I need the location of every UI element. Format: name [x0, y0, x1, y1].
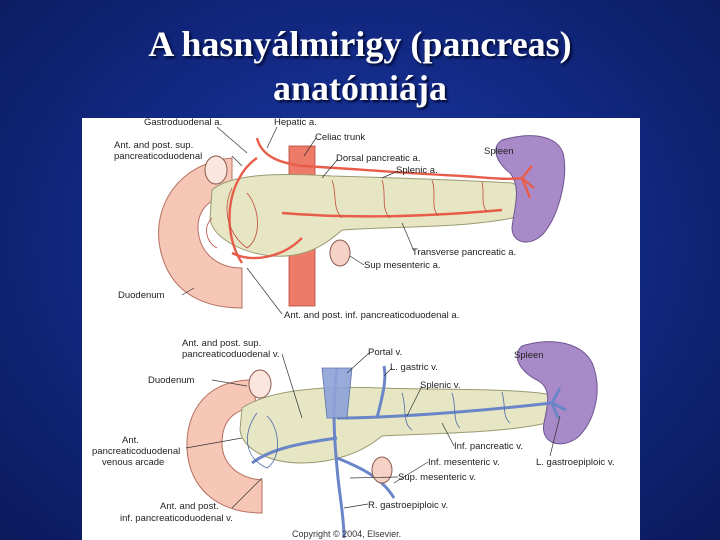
label-sup-mesenteric-a: Sup mesenteric a. [364, 260, 441, 271]
venous-diagram: Ant. and post. sup. pancreaticoduodenal … [92, 338, 615, 539]
slide-title-line-1: A hasnyálmirigy (pancreas) [148, 24, 572, 64]
duodenum-lumen-venous [248, 369, 272, 399]
label-portal-v: Portal v. [368, 347, 402, 358]
label-venous-arcade-line2: pancreaticoduodenal [92, 446, 180, 457]
label-celiac-trunk: Celiac trunk [315, 132, 365, 143]
label-splenic-v: Splenic v. [420, 380, 460, 391]
slide-title: A hasnyálmirigy (pancreas) anatómiája [0, 22, 720, 110]
leader-transverse-pancreatic [401, 222, 415, 252]
label-venous-arcade-line1: Ant. [122, 435, 139, 446]
leader-dorsal-pancreatic [321, 158, 339, 179]
arterial-branches [228, 137, 535, 264]
copyright-notice: Copyright © 2004, Elsevier. [292, 529, 401, 539]
leader-duodenum-arterial [181, 287, 195, 296]
label-ant-post-sup-line2: pancreaticoduodenal [114, 151, 202, 162]
label-l-gastroepiploic-v: L. gastroepiploic v. [536, 457, 615, 468]
leader-duodenum-venous [211, 379, 248, 387]
leader-ant-post-sup [231, 155, 243, 167]
label-inf-mesenteric-v: Inf. mesenteric v. [428, 457, 500, 468]
leader-ant-post-inf [246, 267, 283, 315]
label-hepatic-a: Hepatic a. [274, 118, 317, 128]
label-ant-post-sup-v-line2: pancreaticoduodenal v. [182, 349, 280, 360]
label-spleen-venous: Spleen [514, 350, 544, 361]
label-venous-arcade-line3: venous arcade [102, 457, 164, 468]
leader-l-gastroepiploic-v [549, 415, 561, 457]
leader-hepatic [266, 126, 278, 149]
leader-ant-post-inf-v [231, 477, 263, 509]
arterial-arcades [206, 179, 488, 249]
label-gastroduodenal-a: Gastroduodenal a. [144, 118, 222, 128]
label-splenic-a: Splenic a. [396, 165, 438, 176]
duodenum-lumen-arterial [204, 155, 228, 185]
leader-gastroduodenal [216, 126, 248, 154]
pancreas-illustration: Gastroduodenal a. Hepatic a. Ant. and po… [92, 118, 615, 539]
label-sup-mesenteric-v: Sup. mesenteric v. [398, 472, 476, 483]
duodenum-venous [186, 379, 263, 514]
sup-mesenteric-a-cross-section [329, 239, 351, 267]
leader-sup-mesenteric-a [349, 255, 365, 266]
leader-venous-arcade [185, 437, 243, 449]
label-ant-post-sup-line1: Ant. and post. sup. [114, 140, 193, 151]
label-duodenum-arterial: Duodenum [118, 290, 165, 301]
venous-arcades [247, 391, 511, 469]
portal-v [321, 367, 353, 419]
leader-l-gastric-v [383, 367, 393, 377]
leader-portal-v [346, 352, 370, 374]
label-transverse-pancreatic-a: Transverse pancreatic a. [412, 247, 516, 258]
spleen-arterial [495, 135, 566, 243]
label-r-gastroepiploic-v: R. gastroepiploic v. [368, 500, 448, 511]
label-l-gastric-v: L. gastric v. [390, 362, 438, 373]
leader-splenic-v [406, 385, 423, 417]
sup-mesenteric-v-cross-section [371, 456, 393, 484]
label-ant-post-inf: Ant. and post. inf. pancreaticoduodenal … [284, 310, 459, 321]
leader-sup-mesenteric-v [349, 476, 399, 479]
slide-title-line-2: anatómiája [273, 68, 447, 108]
label-dorsal-pancreatic-a: Dorsal pancreatic a. [336, 153, 420, 164]
label-ant-post-sup-v-line1: Ant. and post. sup. [182, 338, 261, 349]
label-spleen-arterial: Spleen [484, 146, 514, 157]
leader-splenic-a [381, 170, 399, 179]
leader-ant-post-sup-v [281, 353, 303, 419]
label-ant-post-inf-v-line1: Ant. and post. [160, 501, 219, 512]
leader-inf-pancreatic-v [441, 422, 455, 447]
label-inf-pancreatic-v: Inf. pancreatic v. [454, 441, 523, 452]
label-duodenum-venous: Duodenum [148, 375, 195, 386]
leader-celiac [303, 137, 317, 157]
anatomy-figure: Gastroduodenal a. Hepatic a. Ant. and po… [82, 118, 640, 540]
leader-r-gastroepiploic-v [343, 503, 369, 509]
arterial-diagram: Gastroduodenal a. Hepatic a. Ant. and po… [114, 118, 566, 321]
leader-inf-mesenteric-v [393, 461, 429, 484]
label-ant-post-inf-v-line2: inf. pancreaticoduodenal v. [120, 513, 233, 524]
